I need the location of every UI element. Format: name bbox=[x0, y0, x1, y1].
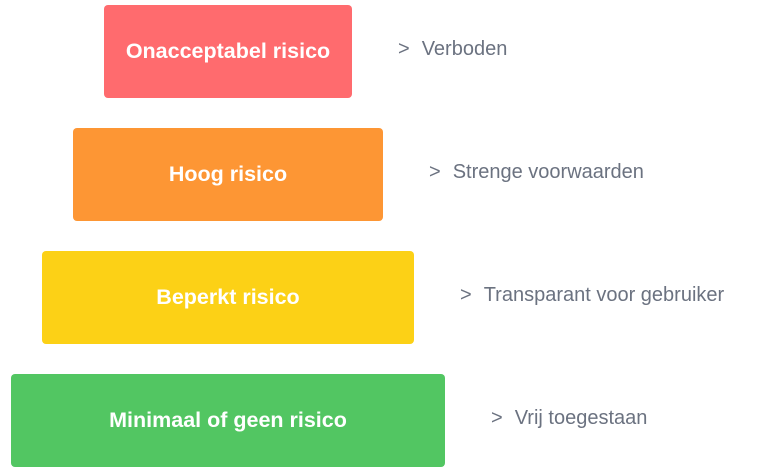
tier-limited-description: > Transparant voor gebruiker bbox=[460, 283, 724, 307]
tier-minimal-risk: Minimaal of geen risico bbox=[11, 374, 445, 467]
description-text: Verboden bbox=[421, 38, 508, 60]
description-text: Vrij toegestaan bbox=[514, 407, 648, 429]
tier-high-risk: Hoog risico bbox=[73, 128, 383, 221]
tier-limited-risk: Beperkt risico bbox=[42, 251, 414, 344]
chevron-right-icon: > bbox=[460, 284, 472, 306]
tier-unacceptable-description: > Verboden bbox=[398, 37, 507, 61]
tier-high-description: > Strenge voorwaarden bbox=[429, 160, 644, 184]
description-text: Transparant voor gebruiker bbox=[483, 284, 725, 306]
tier-unacceptable-risk: Onacceptabel risico bbox=[104, 5, 352, 98]
description-text: Strenge voorwaarden bbox=[452, 161, 644, 183]
tier-minimal-description: > Vrij toegestaan bbox=[491, 406, 647, 430]
chevron-right-icon: > bbox=[398, 38, 410, 60]
chevron-right-icon: > bbox=[491, 407, 503, 429]
chevron-right-icon: > bbox=[429, 161, 441, 183]
